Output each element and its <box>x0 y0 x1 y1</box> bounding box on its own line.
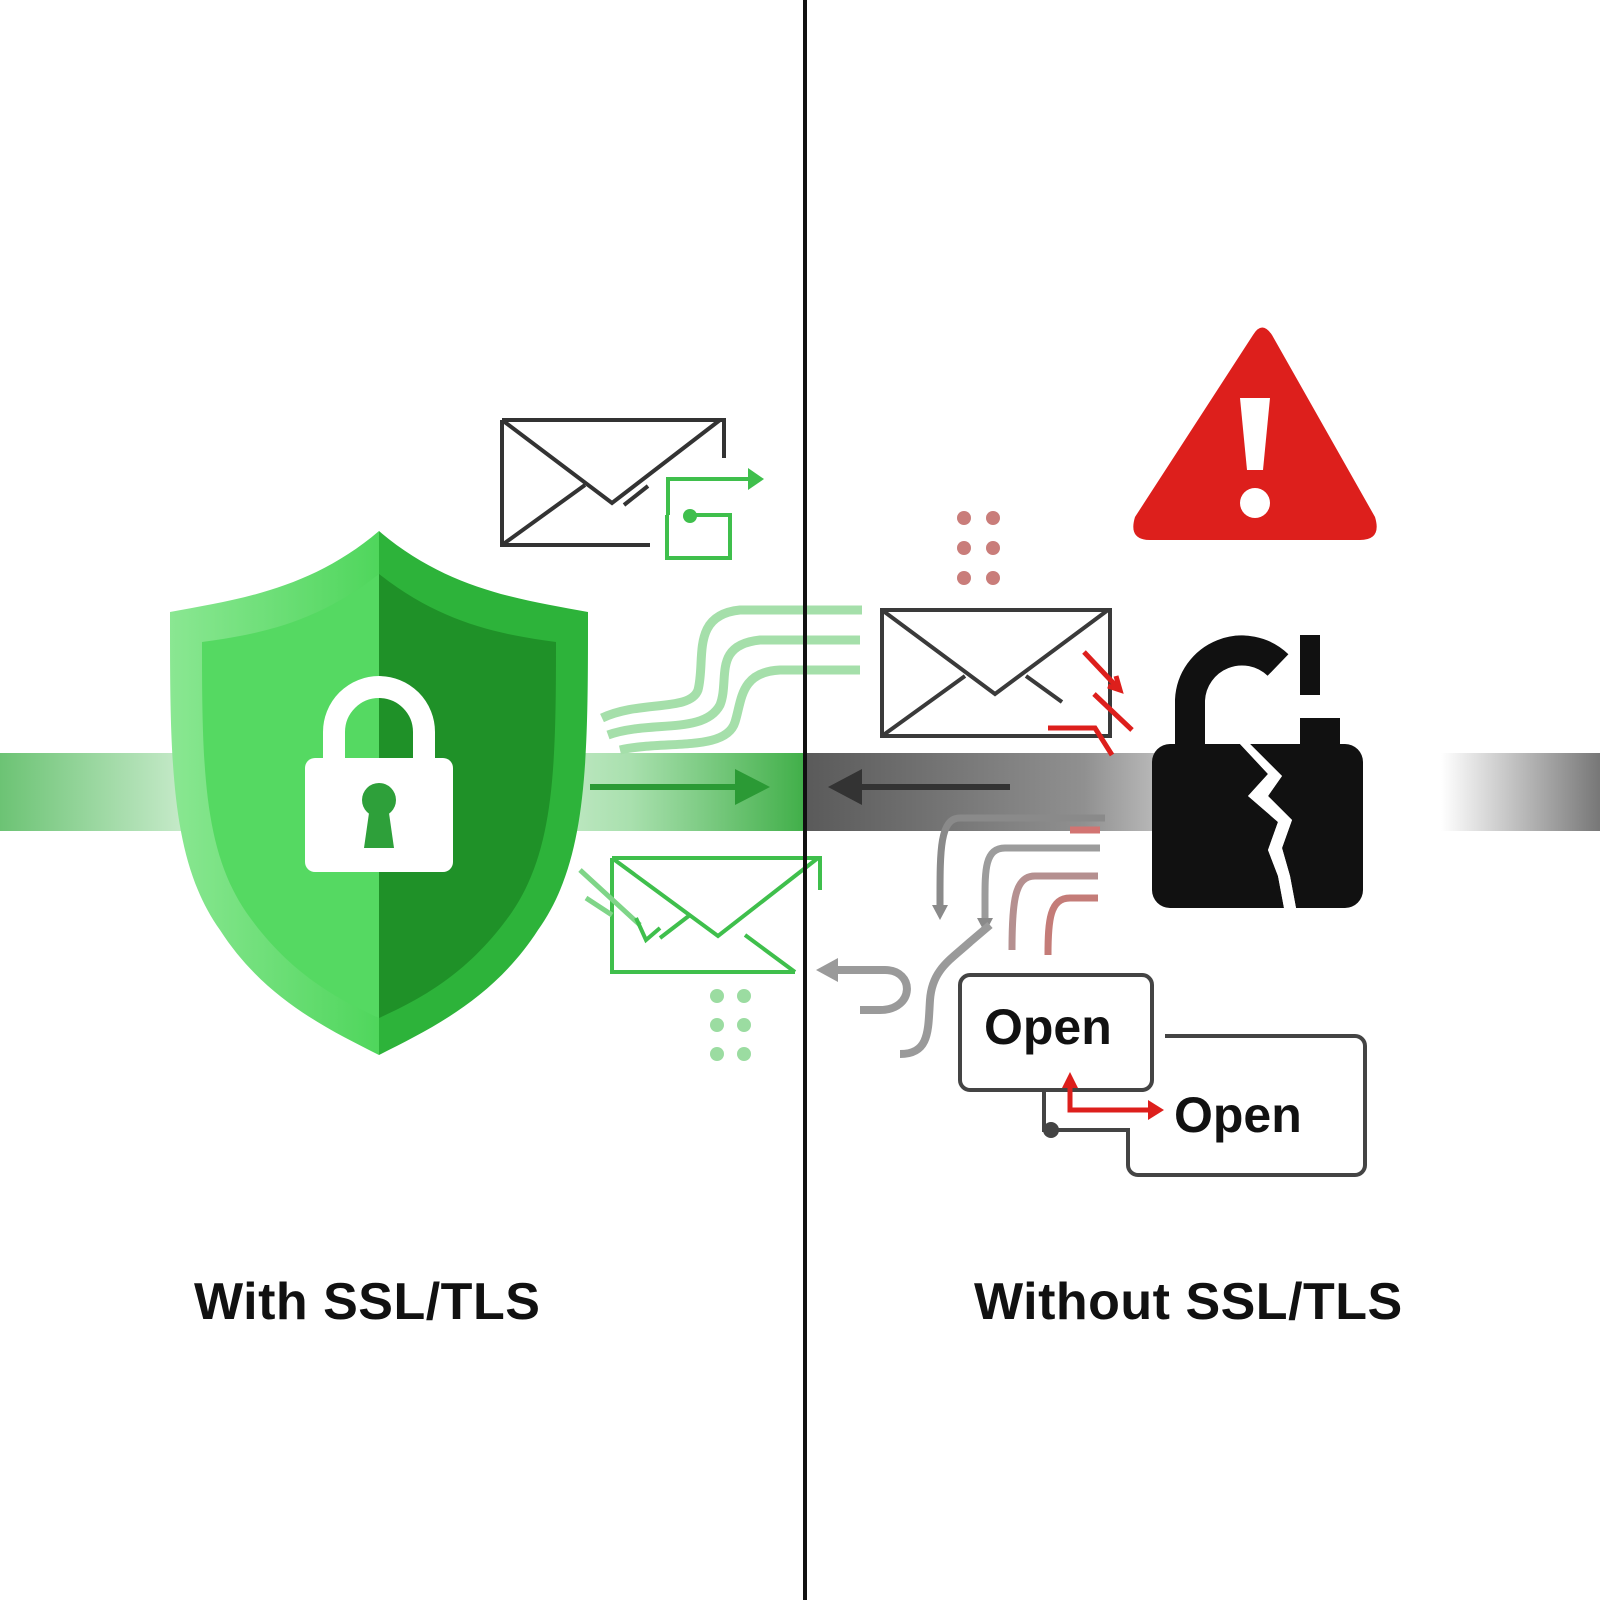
warning-triangle-icon <box>1133 327 1377 540</box>
open-box-1-frame <box>958 973 1154 1092</box>
caption-without-ssl: Without SSL/TLS <box>974 1273 1403 1331</box>
dots-top <box>957 511 1000 585</box>
padlock-closed-icon <box>305 676 453 872</box>
data-streaks-bottom <box>768 989 902 1061</box>
return-arrow-icon <box>816 958 838 982</box>
red-intercept-marks <box>1048 650 1134 757</box>
envelope-icon <box>880 608 1112 738</box>
envelope-icon <box>578 856 822 974</box>
flow-lines-secure <box>600 605 862 755</box>
return-loop <box>830 921 993 1058</box>
center-divider <box>803 0 807 1600</box>
data-streaks-top <box>698 511 943 585</box>
padlock-broken-icon <box>1152 635 1363 908</box>
envelope-icon <box>500 418 726 547</box>
shield-icon <box>170 531 588 1055</box>
dots-bottom <box>710 989 751 1061</box>
open-box-1-label: Open <box>984 999 1112 1055</box>
caption-with-ssl: With SSL/TLS <box>194 1273 541 1331</box>
open-box-2-frame <box>1126 1034 1367 1177</box>
open-box-2-label: Open <box>1174 1087 1302 1143</box>
green-flow-connector <box>665 468 764 560</box>
flow-lines-insecure <box>936 814 1105 956</box>
connector-between-boxes <box>1042 1072 1164 1138</box>
